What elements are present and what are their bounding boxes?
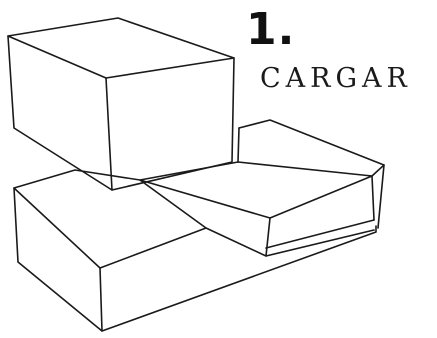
bottom-slab	[14, 170, 376, 331]
step-number: 1.	[246, 8, 295, 52]
step-label: CARGAR	[260, 64, 412, 94]
top-cube	[8, 18, 234, 190]
